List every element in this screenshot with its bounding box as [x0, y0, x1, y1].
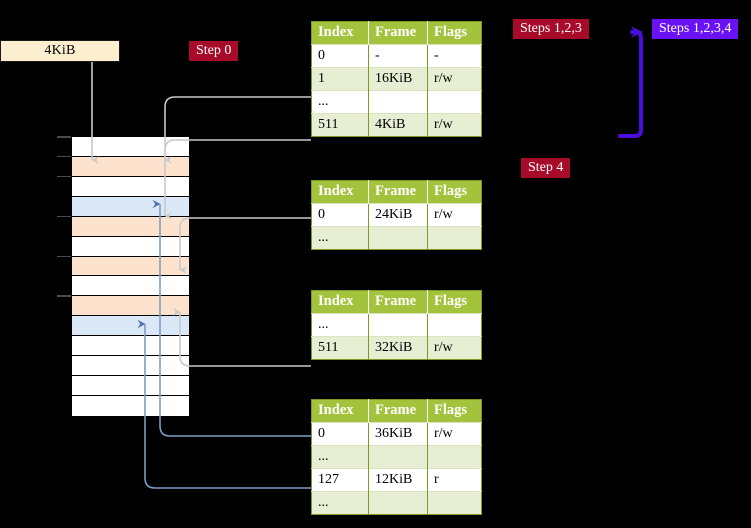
column-header-flags: Flags	[427, 399, 482, 423]
table-cell	[368, 313, 428, 337]
table-cell: ...	[311, 313, 369, 337]
table-cell: 127	[311, 468, 369, 492]
table-cell: 36KiB	[368, 422, 428, 446]
table-cell: r	[427, 468, 482, 492]
table-cell: 1	[311, 67, 369, 91]
table-cell	[368, 445, 428, 469]
table-cell: 511	[311, 336, 369, 360]
memory-frame-row	[72, 296, 189, 317]
column-header-index: Index	[311, 180, 369, 204]
table-cell: ...	[311, 445, 369, 469]
table-row: ...	[311, 226, 482, 250]
table-cell	[427, 226, 482, 250]
memory-frame-row	[72, 137, 189, 157]
column-header-frame: Frame	[368, 399, 428, 423]
table-cell: 511	[311, 113, 369, 137]
table-cell: r/w	[427, 336, 482, 360]
table-cell: -	[368, 44, 428, 68]
table-cell: r/w	[427, 113, 482, 137]
memory-frame-row	[72, 236, 189, 257]
table-cell: ...	[311, 226, 369, 250]
table-row: ...	[311, 491, 482, 515]
table-cell: ...	[311, 491, 369, 515]
badge-steps-1234-label: Steps 1,2,3,4	[659, 21, 732, 36]
table-row: ...	[311, 90, 482, 114]
table-cell	[368, 226, 428, 250]
memory-frame-row	[72, 376, 189, 397]
table-cell: -	[427, 44, 482, 68]
table-cell: 32KiB	[368, 336, 428, 360]
table-cell	[427, 313, 482, 337]
column-header-index: Index	[311, 290, 369, 314]
badge-step-4: Step 4	[521, 158, 571, 178]
column-header-index: Index	[311, 21, 369, 45]
memory-frame-row	[72, 336, 189, 357]
memory-frame-row	[72, 356, 189, 377]
memory-grid-tick	[57, 255, 71, 258]
wire-t2-to-grid	[173, 308, 311, 367]
table-cell: r/w	[427, 203, 482, 227]
badge-step-4-label: Step 4	[528, 160, 564, 175]
column-header-flags: Flags	[427, 290, 482, 314]
column-header-flags: Flags	[427, 180, 482, 204]
memory-block-label: 4KiB	[44, 43, 76, 58]
arrow-steps-1234-bracket	[618, 26, 643, 138]
table-cell	[427, 491, 482, 515]
memory-frame-row	[72, 176, 189, 197]
physical-memory-grid	[71, 136, 190, 416]
badge-steps-1234: Steps 1,2,3,4	[652, 19, 739, 39]
memory-frame-row	[72, 276, 189, 297]
memory-frame-row	[72, 156, 189, 177]
table-cell: 0	[311, 203, 369, 227]
column-header-frame: Frame	[368, 180, 428, 204]
table-row: 0--	[311, 44, 482, 68]
memory-grid-tick	[57, 155, 71, 158]
memory-frame-row	[72, 316, 189, 337]
memory-grid-tick	[57, 295, 71, 297]
table-cell: 4KiB	[368, 113, 428, 137]
memory-grid-tick	[57, 175, 71, 178]
memory-frame-row	[72, 196, 189, 217]
column-header-index: Index	[311, 399, 369, 423]
memory-frame-row	[72, 396, 189, 416]
table-row: ...	[311, 445, 482, 469]
badge-steps-123-label: Steps 1,2,3	[520, 21, 582, 36]
table-cell: 12KiB	[368, 468, 428, 492]
table-cell: ...	[311, 90, 369, 114]
table-cell	[368, 491, 428, 515]
table-cell	[427, 90, 482, 114]
column-header-frame: Frame	[368, 290, 428, 314]
table-cell: r/w	[427, 422, 482, 446]
column-header-frame: Frame	[368, 21, 428, 45]
wire-t1-to-grid	[179, 217, 311, 274]
table-row: ...	[311, 313, 482, 337]
memory-frame-row	[72, 256, 189, 277]
table-cell	[368, 90, 428, 114]
memory-block-4kib: 4KiB	[0, 40, 120, 62]
badge-step-0-label: Step 0	[196, 43, 232, 58]
badge-steps-123: Steps 1,2,3	[513, 19, 589, 39]
table-cell: 24KiB	[368, 203, 428, 227]
table-cell: 0	[311, 44, 369, 68]
memory-grid-tick	[57, 136, 71, 138]
column-header-flags: Flags	[427, 21, 482, 45]
table-cell	[427, 445, 482, 469]
memory-grid-tick	[57, 215, 71, 218]
table-cell: 0	[311, 422, 369, 446]
table-cell: r/w	[427, 67, 482, 91]
badge-step-0: Step 0	[189, 41, 239, 61]
memory-frame-row	[72, 216, 189, 237]
table-cell: 16KiB	[368, 67, 428, 91]
